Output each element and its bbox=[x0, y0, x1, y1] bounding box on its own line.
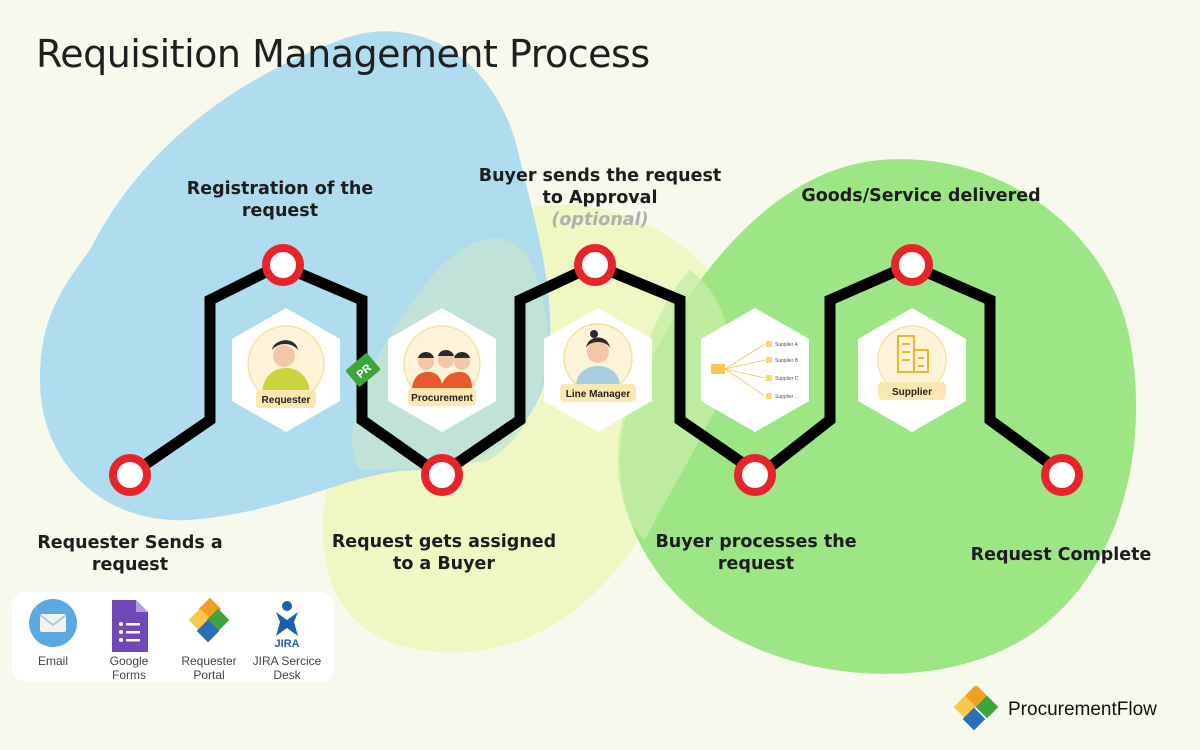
brand-logo: ProcurementFlow bbox=[948, 684, 1188, 736]
step-label-1: Requester Sends a request bbox=[30, 532, 230, 576]
jira-icon: JIRA bbox=[274, 601, 300, 650]
building-icon bbox=[897, 335, 929, 373]
email-icon bbox=[29, 599, 77, 647]
role-label-supplier: Supplier bbox=[892, 387, 932, 398]
step-label-line: Goods/Service delivered bbox=[801, 186, 1041, 206]
requester-figure bbox=[262, 368, 310, 392]
role-label-requester: Requester bbox=[262, 395, 311, 406]
yellow-green-overlap bbox=[617, 270, 730, 540]
channel-jira: JIRA JIRA Sercice Desk bbox=[246, 598, 328, 682]
google-forms-icon bbox=[112, 600, 148, 652]
channel-requester-portal: Requester Portal bbox=[172, 597, 246, 682]
channel-label: JIRA Sercice Desk bbox=[252, 654, 322, 682]
optional-note: (optional) bbox=[551, 210, 649, 230]
step-label-line: request bbox=[717, 554, 795, 574]
channel-label: Email bbox=[37, 654, 68, 668]
role-procurement: Procurement bbox=[388, 308, 496, 432]
step-label-line: Request gets assigned bbox=[331, 532, 557, 552]
step-label-3: Request gets assigned to a Buyer bbox=[322, 531, 566, 575]
role-supplier-list: Supplier A Supplier B Supplier C Supplie… bbox=[701, 308, 809, 432]
role-label-line-manager: Line Manager bbox=[566, 389, 631, 400]
role-supplier: Supplier bbox=[858, 308, 966, 432]
doc-icon bbox=[711, 364, 725, 374]
step-label-line: Request Complete bbox=[970, 545, 1152, 565]
step-node-2 bbox=[262, 244, 304, 286]
step-label-line: to a Buyer bbox=[392, 554, 496, 574]
channel-google-forms: Google Forms bbox=[92, 598, 166, 682]
pr-badge: PR bbox=[346, 353, 380, 387]
step-label-line: to Approval bbox=[542, 188, 658, 208]
step-node-5 bbox=[734, 454, 776, 496]
step-label-4: Buyer sends the request to Approval (opt… bbox=[468, 165, 732, 231]
step-node-3 bbox=[421, 454, 463, 496]
line-manager-figure bbox=[576, 366, 620, 384]
step-node-6 bbox=[891, 244, 933, 286]
channel-label: Requester Portal bbox=[181, 654, 237, 682]
step-node-7 bbox=[1041, 454, 1083, 496]
role-line-manager: Line Manager bbox=[544, 308, 652, 432]
page-title: Requisition Management Process bbox=[36, 32, 650, 76]
step-node-1 bbox=[109, 454, 151, 496]
step-label-2: Registration of the request bbox=[170, 178, 390, 222]
jira-icon-text: JIRA bbox=[274, 638, 299, 648]
step-label-line: request bbox=[91, 555, 169, 575]
channel-email: Email bbox=[16, 598, 90, 668]
procurement-figures bbox=[412, 372, 472, 388]
step-label-line: Buyer sends the request bbox=[478, 166, 722, 186]
step-node-4 bbox=[574, 244, 616, 286]
step-label-line: Registration of the bbox=[186, 179, 374, 199]
step-label-line: Requester Sends a bbox=[37, 533, 223, 553]
green-blob bbox=[619, 159, 1137, 674]
step-label-line: request bbox=[241, 201, 319, 221]
supplier-list-item: Supplier B bbox=[775, 358, 799, 364]
supplier-list-item: Supplier ... bbox=[775, 394, 799, 400]
channel-label: Google Forms bbox=[109, 654, 149, 682]
step-label-5: Buyer processes the request bbox=[646, 531, 866, 575]
brand-name: ProcurementFlow bbox=[1008, 699, 1157, 720]
step-label-7: Request Complete bbox=[966, 544, 1156, 566]
step-label-line: Buyer processes the bbox=[655, 532, 857, 552]
role-requester: Requester bbox=[232, 308, 340, 432]
procurementflow-logo-icon bbox=[953, 684, 999, 731]
supplier-list-item: Supplier C bbox=[775, 376, 799, 382]
supplier-list-item: Supplier A bbox=[775, 342, 798, 348]
step-label-6: Goods/Service delivered bbox=[796, 185, 1046, 207]
request-channels-panel: Email Google Forms Requester Portal JIRA… bbox=[12, 592, 334, 682]
role-label-procurement: Procurement bbox=[411, 393, 473, 404]
requester-portal-icon bbox=[188, 597, 230, 643]
